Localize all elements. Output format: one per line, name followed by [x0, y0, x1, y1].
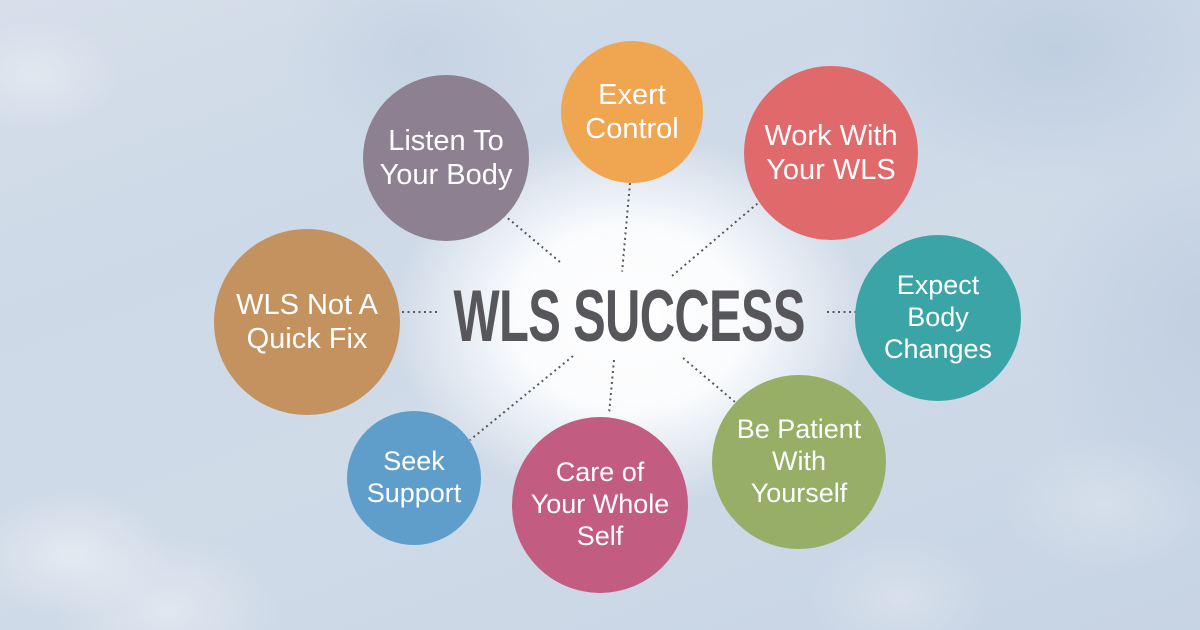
- node-care-of-your-whole-self: Care of Your Whole Self: [512, 417, 688, 593]
- node-label-listen-to-your-body: Listen To Your Body: [379, 124, 513, 191]
- hub-title: WLS SUCCESS: [389, 275, 869, 357]
- node-label-expect-body-changes: Expect Body Changes: [883, 270, 993, 364]
- node-be-patient-with-yourself: Be Patient With Yourself: [712, 375, 886, 549]
- node-listen-to-your-body: Listen To Your Body: [363, 75, 529, 241]
- node-label-care-of-your-whole-self: Care of Your Whole Self: [530, 457, 670, 551]
- connector-to-wls-not-a-quick-fix: [402, 311, 437, 313]
- hub-title-text: WLS SUCCESS: [453, 275, 805, 357]
- connector-to-listen-to-your-body: [503, 214, 561, 263]
- connector-to-be-patient-with-yourself: [682, 357, 738, 405]
- connector-to-care-of-your-whole-self: [608, 359, 615, 414]
- connector-to-expect-body-changes: [827, 311, 857, 313]
- node-label-work-with-your-wls: Work With Your WLS: [764, 119, 898, 186]
- node-label-be-patient-with-yourself: Be Patient With Yourself: [736, 414, 862, 508]
- node-label-seek-support: Seek Support: [366, 446, 462, 508]
- connector-to-exert-control: [621, 182, 631, 272]
- node-exert-control: Exert Control: [561, 41, 703, 183]
- node-expect-body-changes: Expect Body Changes: [855, 235, 1021, 401]
- node-label-exert-control: Exert Control: [585, 78, 679, 145]
- node-label-wls-not-a-quick-fix: WLS Not A Quick Fix: [236, 288, 378, 355]
- node-work-with-your-wls: Work With Your WLS: [744, 66, 918, 240]
- node-wls-not-a-quick-fix: WLS Not A Quick Fix: [214, 229, 400, 415]
- connector-to-work-with-your-wls: [671, 202, 759, 277]
- node-seek-support: Seek Support: [347, 411, 481, 545]
